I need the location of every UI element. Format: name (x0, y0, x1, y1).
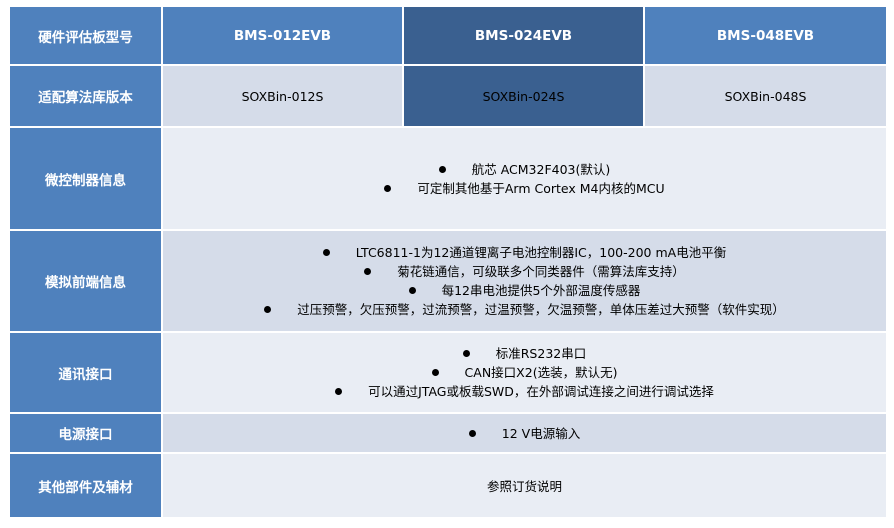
bullet-item: 可定制其他基于Arm Cortex M4内核的MCU (384, 179, 665, 198)
header-label: 硬件评估板型号 (38, 29, 133, 46)
model-name: BMS-012EVB (233, 27, 332, 44)
other-label-cell: 其他部件及辅材 (10, 454, 161, 517)
algo-version: SOXBin-024S (482, 88, 565, 104)
bullet-text: 菊花链通信，可级联多个同类器件（需算法库支持） (397, 264, 685, 279)
mcu-info-cell: 航芯 ACM32F403(默认) 可定制其他基于Arm Cortex M4内核的… (163, 128, 886, 229)
bullet-dot-icon (322, 249, 330, 256)
model-name: BMS-024EVB (474, 27, 573, 44)
other-info-cell: 参照订货说明 (163, 454, 886, 517)
bullet-dot-icon (264, 306, 272, 313)
bullet-item: 过压预警，欠压预警，过流预警，过温预警，欠温预警，单体压差过大预警（软件实现） (264, 300, 785, 319)
bullet-text: 可以通过JTAG或板载SWD，在外部调试连接之间进行调试选择 (368, 384, 714, 399)
bullet-item: 12 V电源输入 (468, 424, 581, 443)
model-header-012: BMS-012EVB (163, 7, 402, 64)
bullet-text: 航芯 ACM32F403(默认) (471, 161, 611, 177)
comm-label-cell: 通讯接口 (10, 333, 161, 412)
bullet-dot-icon (384, 184, 392, 192)
power-label-cell: 电源接口 (10, 414, 161, 452)
header-label-cell: 硬件评估板型号 (10, 7, 161, 64)
bullet-item: 标准RS232串口 (462, 344, 587, 363)
bullet-dot-icon (468, 429, 476, 437)
algo-label-cell: 适配算法库版本 (10, 66, 161, 126)
afe-label: 模拟前端信息 (45, 275, 126, 291)
other-label: 其他部件及辅材 (38, 479, 133, 496)
algo-value-012: SOXBin-012S (163, 66, 402, 126)
bullet-dot-icon (462, 350, 470, 357)
bullet-dot-icon (335, 388, 343, 395)
afe-label-cell: 模拟前端信息 (10, 231, 161, 331)
bullet-item: CAN接口X2(选装，默认无) (431, 363, 618, 382)
algo-value-048: SOXBin-048S (645, 66, 886, 126)
model-header-048: BMS-048EVB (645, 7, 886, 64)
mcu-label-cell: 微控制器信息 (10, 128, 161, 229)
afe-info-cell: LTC6811-1为12通道锂离子电池控制器IC，100-200 mA电池平衡 … (163, 231, 886, 331)
spec-table: 硬件评估板型号 BMS-012EVB BMS-024EVB BMS-048EVB… (10, 7, 886, 517)
bullet-item: 航芯 ACM32F403(默认) (438, 160, 611, 179)
bullet-text: CAN接口X2(选装，默认无) (464, 365, 618, 380)
bullet-text: 标准RS232串口 (495, 346, 587, 361)
algo-value-024: SOXBin-024S (404, 66, 643, 126)
bullet-dot-icon (438, 165, 446, 173)
other-value: 参照订货说明 (486, 479, 562, 494)
comm-label: 通讯接口 (58, 366, 113, 383)
bullet-text: 可定制其他基于Arm Cortex M4内核的MCU (417, 180, 665, 196)
bullet-dot-icon (431, 369, 439, 376)
bullet-item: 可以通过JTAG或板载SWD，在外部调试连接之间进行调试选择 (335, 382, 714, 401)
algo-version: SOXBin-012S (241, 88, 324, 104)
power-label: 电源接口 (58, 427, 113, 443)
comm-info-cell: 标准RS232串口 CAN接口X2(选装，默认无) 可以通过JTAG或板载SWD… (163, 333, 886, 412)
power-info-cell: 12 V电源输入 (163, 414, 886, 452)
bullet-item: 每12串电池提供5个外部温度传感器 (408, 281, 641, 300)
bullet-text: 12 V电源输入 (501, 425, 581, 441)
bullet-text: 每12串电池提供5个外部温度传感器 (441, 283, 641, 298)
algo-label: 适配算法库版本 (38, 90, 133, 106)
bullet-text: LTC6811-1为12通道锂离子电池控制器IC，100-200 mA电池平衡 (355, 245, 727, 260)
bullet-text: 过压预警，欠压预警，过流预警，过温预警，欠温预警，单体压差过大预警（软件实现） (297, 302, 785, 317)
bullet-item: 菊花链通信，可级联多个同类器件（需算法库支持） (364, 262, 685, 281)
mcu-label: 微控制器信息 (45, 172, 126, 189)
bullet-dot-icon (408, 287, 416, 294)
model-name: BMS-048EVB (716, 27, 815, 44)
bullet-dot-icon (364, 268, 372, 275)
model-header-024: BMS-024EVB (404, 7, 643, 64)
algo-version: SOXBin-048S (724, 88, 807, 104)
bullet-item: LTC6811-1为12通道锂离子电池控制器IC，100-200 mA电池平衡 (322, 243, 727, 262)
